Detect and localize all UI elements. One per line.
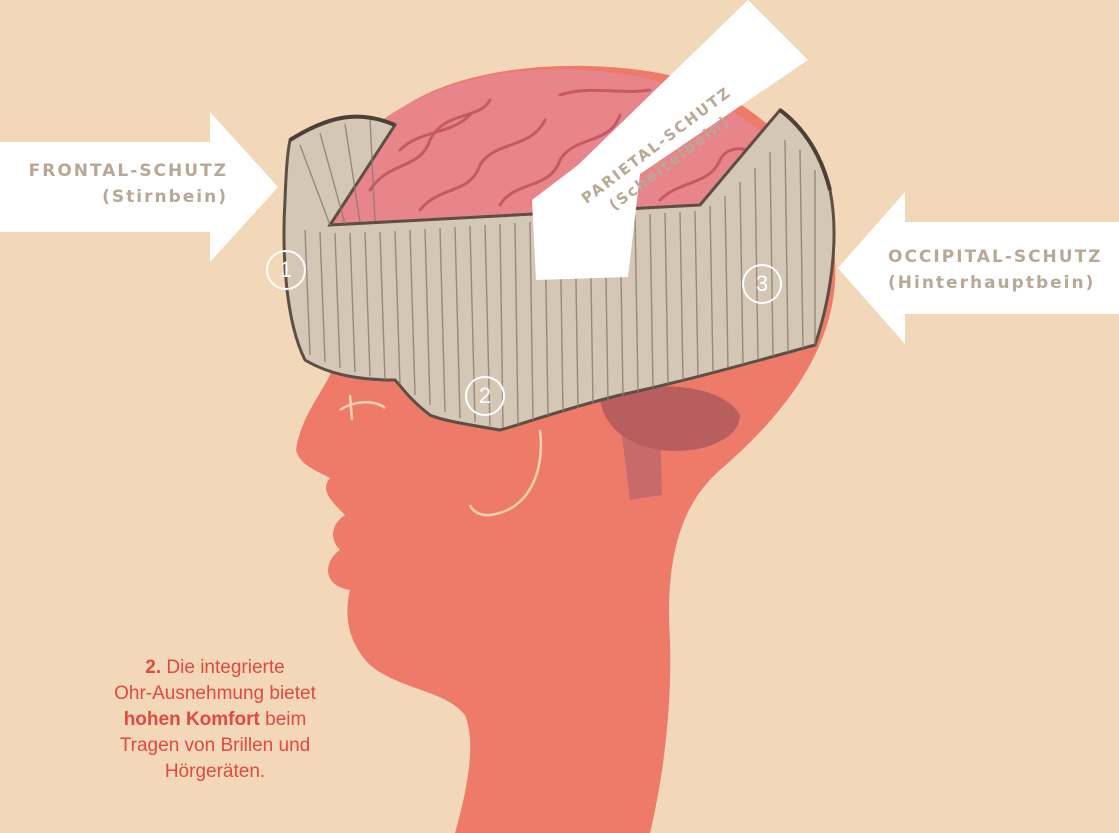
ear-recess-caption: 2. Die integrierte Ohr-Ausnehmung bietet… bbox=[70, 655, 360, 785]
caption-line-1: 2. Die integrierte bbox=[70, 655, 360, 681]
caption-bold: hohen Komfort bbox=[124, 709, 260, 730]
caption-number: 2. bbox=[145, 657, 161, 678]
caption-line-4: Tragen von Brillen und bbox=[70, 733, 360, 759]
occipital-title: OCCIPITAL-SCHUTZ bbox=[888, 244, 1103, 270]
caption-line-2: Ohr-Ausnehmung bietet bbox=[70, 681, 360, 707]
frontal-subtitle: (Stirnbein) bbox=[0, 184, 228, 210]
caption-line-3: hohen Komfort beim bbox=[70, 707, 360, 733]
caption-text-1: Die integrierte bbox=[166, 657, 284, 678]
marker-1-badge: 1 bbox=[266, 250, 306, 290]
occipital-protection-label: OCCIPITAL-SCHUTZ (Hinterhauptbein) bbox=[888, 244, 1103, 296]
caption-line-5: Hörgeräten. bbox=[70, 759, 360, 785]
occipital-subtitle: (Hinterhauptbein) bbox=[888, 270, 1103, 296]
marker-3-badge: 3 bbox=[742, 264, 782, 304]
caption-text-3: beim bbox=[265, 709, 306, 730]
frontal-title: FRONTAL-SCHUTZ bbox=[0, 158, 228, 184]
frontal-protection-label: FRONTAL-SCHUTZ (Stirnbein) bbox=[0, 158, 228, 210]
marker-2-badge: 2 bbox=[465, 376, 505, 416]
